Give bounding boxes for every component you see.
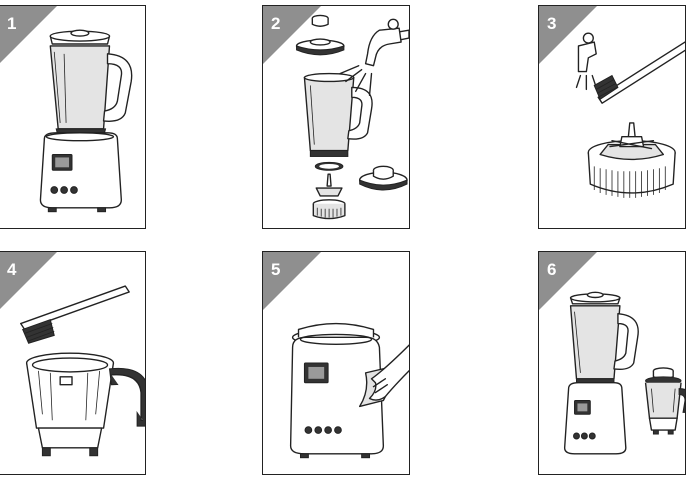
step-3-panel: 3 (538, 5, 686, 229)
step-5-panel: 5 (262, 251, 410, 475)
step-number: 5 (271, 261, 280, 278)
step-number: 1 (7, 15, 16, 32)
step-6-panel: 6 (538, 251, 686, 475)
step-number: 6 (547, 261, 556, 278)
step-number: 4 (7, 261, 16, 278)
step-4-panel: 4 (0, 251, 146, 475)
step-1-panel: 1 (0, 5, 146, 229)
step-number: 3 (547, 15, 556, 32)
step-number: 2 (271, 15, 280, 32)
step-2-panel: 2 (262, 5, 410, 229)
